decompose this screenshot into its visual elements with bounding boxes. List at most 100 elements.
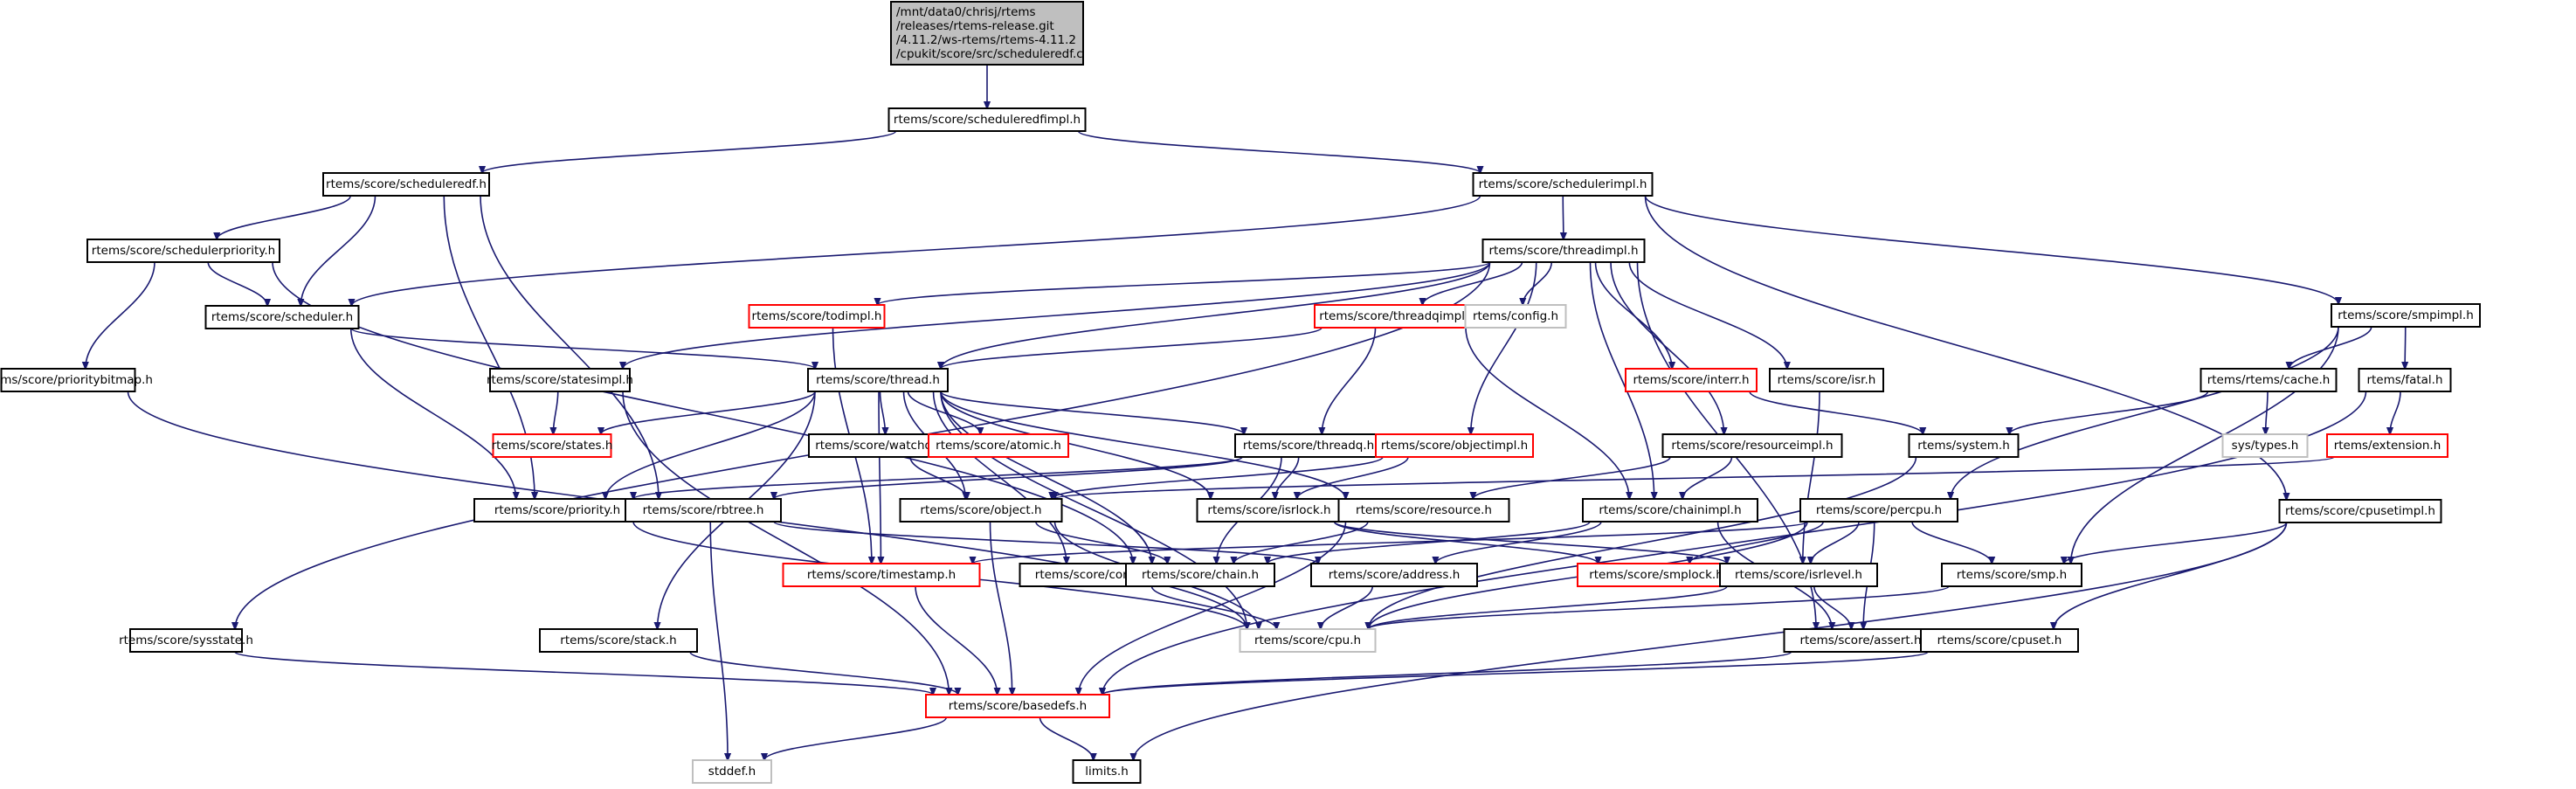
edge-scheduleredf-to-scheduler [300, 195, 376, 306]
edge-threadq-to-priority [633, 456, 1243, 499]
node-address[interactable]: rtems/score/address.h [1310, 563, 1478, 587]
node-resource[interactable]: rtems/score/resource.h [1337, 498, 1510, 523]
node-label: rtems/score/todimpl.h [752, 309, 882, 323]
node-rbtree[interactable]: rtems/score/rbtree.h [625, 498, 782, 523]
node-isrlevel[interactable]: rtems/score/isrlevel.h [1719, 563, 1878, 587]
node-label: rtems/score/chain.h [1142, 568, 1259, 582]
node-label: rtems/score/schedulerpriority.h [92, 244, 275, 258]
node-label: rtems/score/percpu.h [1816, 503, 1942, 517]
node-resourceimpl[interactable]: rtems/score/resourceimpl.h [1661, 433, 1843, 458]
node-isr[interactable]: rtems/score/isr.h [1769, 368, 1884, 392]
node-label: rtems/score/resourceimpl.h [1671, 439, 1833, 453]
node-objectimpl[interactable]: rtems/score/objectimpl.h [1375, 433, 1534, 458]
edge-threadq-to-rbtree [774, 456, 1243, 499]
edge-threadimpl-to-thread [941, 261, 1491, 369]
node-scheduler[interactable]: rtems/score/scheduler.h [204, 305, 360, 329]
node-box [928, 433, 1069, 458]
node-label: rtems/score/smpimpl.h [2338, 308, 2474, 322]
node-priority[interactable]: rtems/score/priority.h [473, 498, 641, 523]
node-atomic[interactable]: rtems/score/atomic.h [928, 433, 1069, 458]
node-systypes[interactable]: sys/types.h [2221, 433, 2309, 458]
node-smpimpl[interactable]: rtems/score/smpimpl.h [2331, 303, 2481, 328]
node-threadimpl[interactable]: rtems/score/threadimpl.h [1481, 239, 1646, 263]
edge-percpu-to-smplock [1689, 521, 1825, 564]
node-object[interactable]: rtems/score/object.h [899, 498, 1063, 523]
node-box [1920, 628, 2079, 653]
edge-address-to-cpu [1321, 585, 1374, 629]
node-isrlock[interactable]: rtems/score/isrlock.h [1196, 498, 1343, 523]
node-box [748, 304, 886, 329]
node-label: rtems/score/rbtree.h [643, 503, 764, 517]
node-label: /mnt/data0/chrisj/rtems [896, 5, 1036, 19]
edge-extension-to-object [1055, 456, 2335, 499]
node-config[interactable]: rtems/config.h [1464, 304, 1567, 329]
node-prioritybitmap[interactable]: rtems/score/prioritybitmap.h [0, 368, 153, 392]
node-states[interactable]: rtems/score/states.h [492, 433, 613, 458]
node-percpu[interactable]: rtems/score/percpu.h [1799, 498, 1958, 523]
edge-threadimpl-to-threadqimpl [1423, 261, 1523, 305]
edge-thread-to-states [601, 391, 816, 434]
node-limits[interactable]: limits.h [1072, 759, 1142, 784]
edge-basedefs-to-limits [1039, 716, 1094, 760]
node-chain[interactable]: rtems/score/chain.h [1125, 563, 1275, 587]
edge-statesimpl-to-states [553, 391, 559, 434]
node-chainimpl[interactable]: rtems/score/chainimpl.h [1582, 498, 1758, 523]
node-assert[interactable]: rtems/score/assert.h [1783, 628, 1938, 653]
node-stddef[interactable]: stddef.h [692, 759, 772, 784]
node-smp[interactable]: rtems/score/smp.h [1941, 563, 2082, 587]
node-cpuset[interactable]: rtems/score/cpuset.h [1920, 628, 2079, 653]
node-cpu[interactable]: rtems/score/cpu.h [1239, 628, 1377, 653]
node-interr[interactable]: rtems/score/interr.h [1625, 368, 1758, 392]
edge-thread-to-atomic [907, 391, 981, 434]
node-box [2331, 303, 2481, 328]
node-label: rtems/score/schedulerimpl.h [1479, 177, 1647, 191]
node-thread[interactable]: rtems/score/thread.h [807, 368, 949, 392]
node-box [204, 305, 360, 329]
node-label: rtems/score/resource.h [1356, 503, 1492, 517]
node-box [1125, 563, 1275, 587]
node-box [1072, 759, 1142, 784]
node-threadqimpl[interactable]: rtems/score/threadqimpl.h [1314, 304, 1481, 329]
node-root: /mnt/data0/chrisj/rtems/releases/rtems-r… [890, 1, 1084, 66]
node-extension[interactable]: rtems/extension.h [2326, 433, 2448, 458]
node-label: rtems/score/object.h [920, 503, 1041, 517]
node-box [1582, 498, 1758, 523]
node-box [1314, 304, 1481, 329]
edges-layer [86, 64, 2406, 760]
node-stack[interactable]: rtems/score/stack.h [539, 628, 698, 653]
node-label: rtems/score/objectimpl.h [1381, 439, 1528, 453]
node-box [492, 433, 612, 458]
node-label: rtems/score/prioritybitmap.h [0, 373, 153, 387]
edge-threadimpl-to-config [1523, 261, 1553, 305]
edge-thread-to-watchdog [879, 391, 886, 434]
node-label: rtems/score/assert.h [1799, 633, 1921, 647]
node-label: rtems/score/watchdog.h [815, 439, 958, 453]
node-smplock[interactable]: rtems/score/smplock.h [1577, 563, 1736, 587]
node-cache[interactable]: rtems/rtems/cache.h [2200, 368, 2338, 392]
node-box [782, 563, 981, 587]
node-label: rtems/score/cpu.h [1254, 633, 1361, 647]
node-label: rtems/score/interr.h [1633, 373, 1749, 387]
node-schedulerpriority[interactable]: rtems/score/schedulerpriority.h [86, 239, 280, 263]
node-fatal[interactable]: rtems/fatal.h [2358, 368, 2452, 392]
edge-percpu-to-isrlevel [1811, 521, 1860, 564]
node-label: rtems/score/isrlevel.h [1735, 568, 1862, 582]
node-label: rtems/score/isr.h [1778, 373, 1876, 387]
node-label: rtems/score/isrlock.h [1207, 503, 1330, 517]
node-schedulerimpl[interactable]: rtems/score/schedulerimpl.h [1472, 172, 1654, 197]
node-cpusetimpl[interactable]: rtems/score/cpusetimpl.h [2278, 499, 2442, 523]
node-sysstate[interactable]: rtems/score/sysstate.h [119, 628, 253, 653]
node-statesimpl[interactable]: rtems/score/statesimpl.h [487, 368, 633, 392]
node-scheduleredf[interactable]: rtems/score/scheduleredf.h [322, 172, 490, 197]
node-system[interactable]: rtems/system.h [1908, 433, 2020, 458]
edge-isrlock-to-smplock [1333, 521, 1599, 564]
node-scheduleredfimpl[interactable]: rtems/score/scheduleredfimpl.h [887, 107, 1087, 132]
node-label: rtems/score/smplock.h [1589, 568, 1723, 582]
node-timestamp[interactable]: rtems/score/timestamp.h [782, 563, 981, 587]
node-box [1799, 498, 1958, 523]
node-basedefs[interactable]: rtems/score/basedefs.h [925, 694, 1110, 718]
node-label: rtems/score/priority.h [494, 503, 620, 517]
node-todimpl[interactable]: rtems/score/todimpl.h [748, 304, 886, 329]
node-threadq[interactable]: rtems/score/threadq.h [1234, 433, 1383, 458]
edge-timestamp-to-basedefs [915, 585, 998, 695]
